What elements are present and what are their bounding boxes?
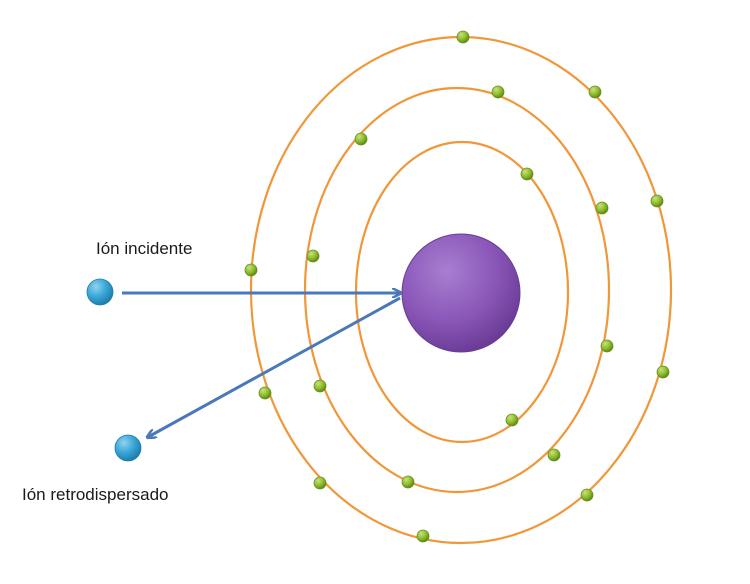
- electron-icon: [313, 476, 327, 490]
- middle-orbit: [303, 86, 611, 494]
- backscattered-arrow: [148, 296, 401, 437]
- nucleus-icon: [401, 233, 521, 353]
- electron-icon: [491, 85, 505, 99]
- electron-icon: [520, 167, 534, 181]
- backscattered-ion-icon: [114, 434, 142, 462]
- incident-ion-icon: [86, 278, 114, 306]
- electron-icon: [580, 488, 594, 502]
- electron-icon: [595, 201, 609, 215]
- electron-icon: [416, 529, 430, 543]
- electron-icon: [505, 413, 519, 427]
- backscattered-ion-label: Ión retrodispersado: [22, 485, 168, 504]
- electron-icon: [547, 448, 561, 462]
- electron-icon: [588, 85, 602, 99]
- electron-icon: [354, 132, 368, 146]
- incident-ion-label: Ión incidente: [96, 239, 192, 258]
- electron-icon: [306, 249, 320, 263]
- electron-icon: [401, 475, 415, 489]
- electrons: [244, 30, 670, 543]
- electron-icon: [600, 339, 614, 353]
- electron-icon: [258, 386, 272, 400]
- electron-icon: [656, 365, 670, 379]
- electron-icon: [456, 30, 470, 44]
- electron-icon: [244, 263, 258, 277]
- electron-icon: [650, 194, 664, 208]
- electron-icon: [313, 379, 327, 393]
